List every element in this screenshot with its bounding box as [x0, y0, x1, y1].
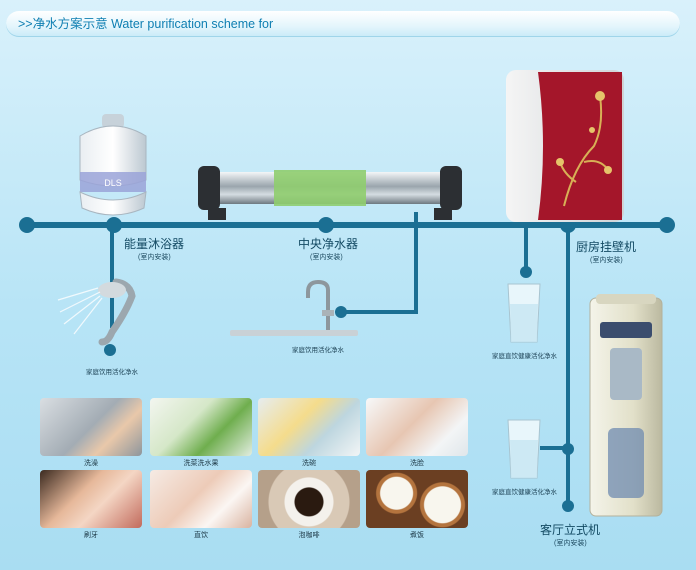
- central-device-label: 中央净水器: [298, 237, 359, 251]
- kitchen-faucet-illustration: [230, 280, 358, 336]
- photo-caption: 泡咖啡: [298, 532, 320, 539]
- kitchen-device-sub: (室内安装): [590, 257, 623, 264]
- main-pipe: [26, 222, 674, 228]
- shower-device-sub: (室内安装): [138, 254, 171, 261]
- photo-making-coffee: [258, 470, 360, 528]
- pipe-node-right-end: [659, 217, 675, 233]
- shower-head-illustration: [57, 278, 136, 346]
- photo-caption: 煮饭: [410, 532, 424, 539]
- photo-caption: 洗脸: [410, 460, 424, 467]
- photo-direct-drinking: [150, 470, 252, 528]
- central-purifier-illustration: [198, 166, 462, 220]
- photo-caption: 刷牙: [84, 532, 98, 539]
- living-standing-unit-illustration: [589, 294, 663, 517]
- photo-brushing-teeth: [40, 470, 142, 528]
- svg-text:DLS: DLS: [104, 178, 122, 188]
- pipe-node-central: [318, 217, 334, 233]
- photo-caption: 洗菜洗水果: [183, 460, 219, 467]
- photo-cooking-rice: [366, 470, 468, 528]
- shower-branch-node: [104, 344, 116, 356]
- living-use-label: 家庭直饮健康活化净水: [492, 489, 557, 496]
- shower-device-label: 能量沐浴器: [124, 237, 185, 251]
- title-bar: >>净水方案示意 Water purification scheme for: [6, 11, 680, 37]
- kitchen-branch-node: [520, 266, 532, 278]
- living-water-glass: [507, 419, 541, 479]
- kitchen-branch-pipe: [524, 228, 528, 270]
- kitchen-use-label: 家庭直饮健康活化净水: [492, 353, 557, 360]
- living-branch-node-end: [562, 500, 574, 512]
- pipe-node-left-end: [19, 217, 35, 233]
- shower-branch-pipe: [110, 228, 114, 328]
- central-branch-pipe-h: [340, 310, 418, 314]
- living-device-sub: (室内安装): [554, 540, 587, 547]
- living-branch-pipe-h: [540, 446, 568, 450]
- photo-caption: 洗碗: [302, 460, 316, 467]
- photo-washing-vegetables: [150, 398, 252, 456]
- shower-use-label: 家庭饮用活化净水: [86, 369, 138, 376]
- central-device-sub: (室内安装): [310, 254, 343, 261]
- photo-bathing: [40, 398, 142, 456]
- central-branch-pipe-v: [414, 212, 418, 313]
- living-branch-pipe: [566, 228, 570, 508]
- photo-washing-dishes: [258, 398, 360, 456]
- kitchen-water-glass: [507, 283, 541, 343]
- kitchen-wall-unit-illustration: [506, 70, 624, 222]
- central-use-label: 家庭饮用活化净水: [292, 347, 344, 354]
- photo-washing-face: [366, 398, 468, 456]
- central-branch-node: [335, 306, 347, 318]
- photo-caption: 直饮: [194, 532, 208, 539]
- page-title: >>净水方案示意 Water purification scheme for: [18, 17, 274, 31]
- kitchen-device-label: 厨房挂壁机: [576, 240, 637, 254]
- photo-caption: 洗澡: [84, 460, 98, 467]
- living-device-label: 客厅立式机: [540, 523, 601, 537]
- shower-filter-illustration: DLS: [79, 114, 147, 216]
